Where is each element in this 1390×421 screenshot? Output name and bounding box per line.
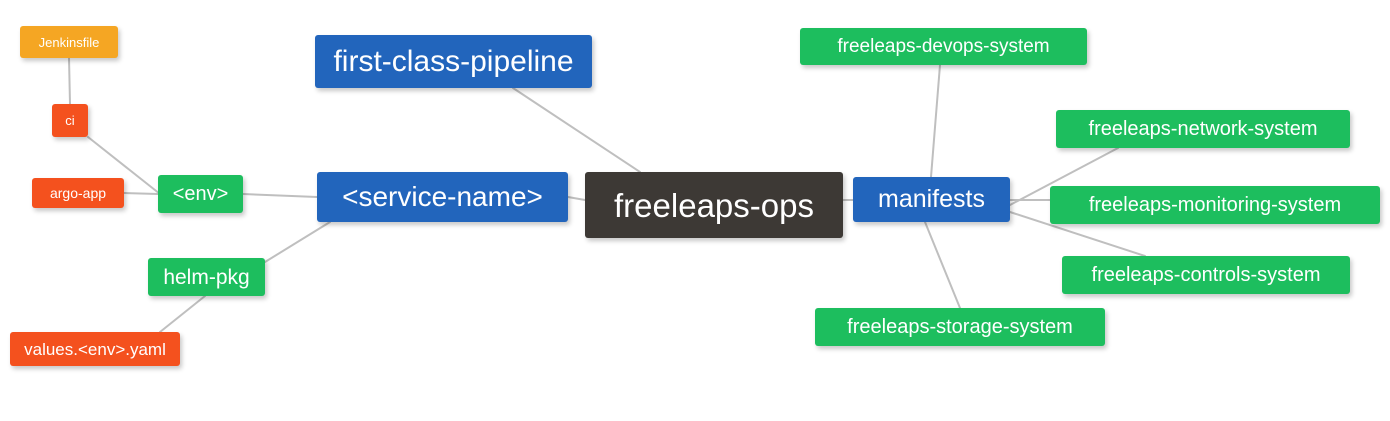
node-freeleaps-ops[interactable]: freeleaps-ops <box>585 172 843 238</box>
node-label-service-name: <service-name> <box>342 181 543 212</box>
node-jenkinsfile[interactable]: Jenkinsfile <box>20 26 118 58</box>
node-freeleaps-devops-system[interactable]: freeleaps-devops-system <box>800 28 1087 65</box>
node-label-ci: ci <box>65 113 75 128</box>
node-label-argo-app: argo-app <box>49 185 107 201</box>
node-label-first-class-pipeline: first-class-pipeline <box>333 44 574 78</box>
node-freeleaps-storage-system[interactable]: freeleaps-storage-system <box>815 308 1105 346</box>
node-label-manifests: manifests <box>878 185 985 213</box>
node-manifests[interactable]: manifests <box>853 177 1010 222</box>
node-freeleaps-network-system[interactable]: freeleaps-network-system <box>1056 110 1350 148</box>
node-label-jenkinsfile: Jenkinsfile <box>38 34 100 50</box>
node-freeleaps-controls-system[interactable]: freeleaps-controls-system <box>1062 256 1350 294</box>
node-ci[interactable]: ci <box>52 104 88 137</box>
node-env[interactable]: <env> <box>158 175 243 213</box>
node-label-values-yaml: values.<env>.yaml <box>24 339 166 359</box>
node-label-freeleaps-network-system: freeleaps-network-system <box>1088 118 1318 140</box>
node-label-freeleaps-monitoring-system: freeleaps-monitoring-system <box>1088 194 1342 216</box>
node-helm-pkg[interactable]: helm-pkg <box>148 258 265 296</box>
node-label-freeleaps-ops: freeleaps-ops <box>614 186 814 224</box>
node-service-name[interactable]: <service-name> <box>317 172 568 222</box>
node-values-yaml[interactable]: values.<env>.yaml <box>10 332 180 366</box>
node-label-env: <env> <box>172 183 229 205</box>
node-label-helm-pkg: helm-pkg <box>163 265 250 289</box>
node-label-freeleaps-storage-system: freeleaps-storage-system <box>847 316 1073 338</box>
node-label-freeleaps-devops-system: freeleaps-devops-system <box>837 36 1050 57</box>
node-first-class-pipeline[interactable]: first-class-pipeline <box>315 35 592 88</box>
node-argo-app[interactable]: argo-app <box>32 178 124 208</box>
node-label-freeleaps-controls-system: freeleaps-controls-system <box>1091 264 1321 286</box>
node-freeleaps-monitoring-system[interactable]: freeleaps-monitoring-system <box>1050 186 1380 224</box>
